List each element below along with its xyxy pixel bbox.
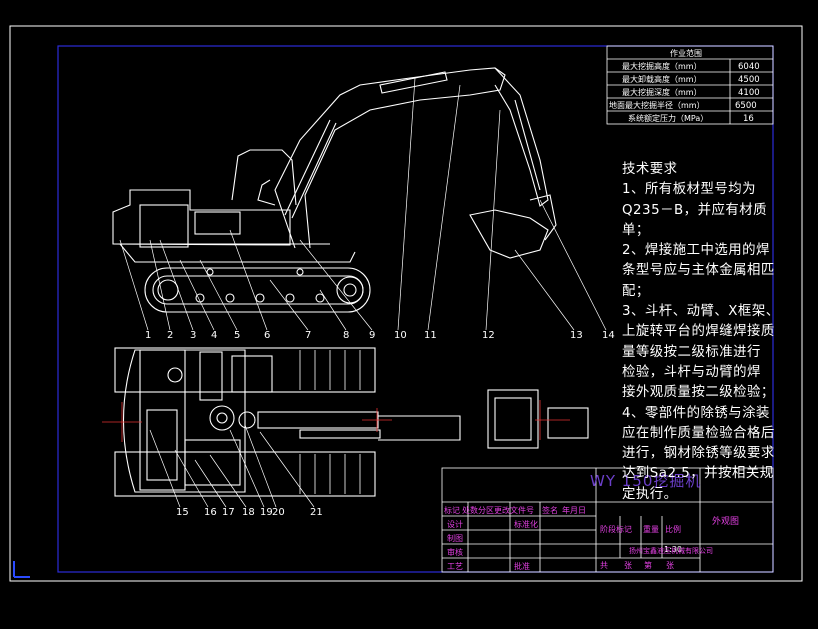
spec-table <box>606 45 774 125</box>
part-number: 4 <box>211 330 217 341</box>
requirement-line: 1、所有板材型号均为 <box>622 182 757 198</box>
sheet-border <box>9 25 803 582</box>
part-number: 2 <box>167 330 173 341</box>
requirement-line: 接外观质量按二级检验； <box>622 385 775 401</box>
drawing-name: 外观图 <box>712 515 739 527</box>
part-number: 13 <box>570 330 583 341</box>
part-number: 1 <box>145 330 151 341</box>
spec-value: 6040 <box>738 62 760 72</box>
sheet-info: 第 <box>644 560 652 570</box>
requirement-line: 检验，斗杆与动臂的焊 <box>622 364 761 380</box>
spec-label: 地面最大挖掘半径（mm） <box>609 100 705 110</box>
revision-header: 标记 <box>444 505 460 515</box>
standardization-label: 标准化 <box>514 519 538 529</box>
part-number: 6 <box>264 330 270 341</box>
revision-header: 分区 <box>478 506 494 515</box>
part-number: 21 <box>310 507 323 518</box>
drafter-label: 制图 <box>447 533 463 543</box>
requirements-heading: 技术要求 <box>622 162 678 177</box>
part-number: 14 <box>602 330 615 341</box>
spec-label: 最大卸载高度（mm） <box>622 74 702 84</box>
ucs-axis-icon <box>13 561 30 578</box>
drawing-frame <box>57 45 774 573</box>
part-number: 9 <box>369 330 375 341</box>
spec-value: 16 <box>743 114 754 124</box>
spec-value: 6500 <box>735 101 757 111</box>
title-block-text: 外观图 标记 处数 分区 更改文件号 签名 年月日 设计 标准化 制图 审核 工… <box>444 505 739 571</box>
spec-label: 最大挖掘深度（mm） <box>622 87 702 97</box>
excavator-top-view <box>114 347 589 497</box>
title-block <box>441 467 774 573</box>
sheet-info: 张 <box>666 561 674 570</box>
scale-value: 1:30 <box>664 545 682 554</box>
part-number: 5 <box>234 330 240 341</box>
requirement-line: 进行，钢材除锈等级要求 <box>622 446 775 462</box>
sheet-info: 张 <box>624 561 632 570</box>
requirement-line: Q235－B，并应有材质 <box>622 202 768 218</box>
checker-label: 审核 <box>447 547 463 557</box>
requirement-line: 单； <box>622 222 650 238</box>
part-number: 20 <box>272 507 285 518</box>
part-number: 15 <box>176 507 189 518</box>
stage-header: 重量 <box>643 524 659 534</box>
process-label: 工艺 <box>447 562 463 571</box>
part-number: 17 <box>222 507 235 518</box>
designer-label: 设计 <box>447 519 463 529</box>
requirement-line: 上旋转平台的焊缝焊接质 <box>622 324 775 340</box>
requirement-line: 条型号应与主体金属相匹 <box>622 263 775 279</box>
approval-label: 批准 <box>514 561 530 571</box>
requirement-line: 2、焊接施工中选用的焊 <box>622 243 770 259</box>
requirement-line: 配； <box>622 283 650 299</box>
part-number: 7 <box>305 330 311 341</box>
requirement-line: 4、零部件的除锈与涂装 <box>622 405 770 421</box>
requirement-line: 3、斗杆、动臂、X框架、 <box>622 304 780 320</box>
stage-header: 比例 <box>665 524 681 534</box>
requirement-line: 达到Sa2.5，并按相关规 <box>622 466 774 482</box>
leader-lines-bottom <box>149 424 315 508</box>
part-number: 10 <box>394 330 407 341</box>
revision-header: 更改文件号 <box>494 505 534 515</box>
part-number: 3 <box>190 330 196 341</box>
spec-table-text: 作业范围 最大挖掘高度（mm） 6040 最大卸载高度（mm） 4500 最大挖… <box>609 48 760 124</box>
excavator-side-view <box>112 67 557 313</box>
revision-header: 处数 <box>462 505 478 515</box>
spec-label: 系统额定压力（MPa） <box>628 113 708 123</box>
spec-value: 4500 <box>738 75 760 85</box>
part-numbers-bottom: 15 16 17 18 19 20 21 <box>176 507 323 518</box>
center-crosshair <box>102 400 570 442</box>
requirement-line: 应在制作质量检验合格后 <box>622 425 775 441</box>
part-number: 18 <box>242 507 255 518</box>
sheet-info: 共 <box>600 561 608 570</box>
technical-requirements: 技术要求 1、所有板材型号均为 Q235－B，并应有材质 单； 2、焊接施工中选… <box>622 160 782 505</box>
revision-header: 签名 <box>542 505 558 515</box>
requirement-line: 定执行。 <box>622 486 678 502</box>
part-numbers-top: 1 2 3 4 5 6 7 8 9 10 11 12 13 14 <box>145 330 615 341</box>
spec-label: 最大挖掘高度（mm） <box>622 61 702 71</box>
part-number: 11 <box>424 330 437 341</box>
stage-header: 阶段标记 <box>600 524 632 534</box>
spec-value: 4100 <box>738 88 760 98</box>
requirement-line: 量等级按二级标准进行 <box>622 344 761 360</box>
watermark-text: WY 150挖掘机 <box>590 472 702 490</box>
part-number: 19 <box>260 507 273 518</box>
leader-lines-top <box>119 77 607 331</box>
revision-header: 年月日 <box>562 505 586 515</box>
part-number: 16 <box>204 507 217 518</box>
part-number: 8 <box>343 330 349 341</box>
company-name: 扬州宝鑫液压机械有限公司 <box>629 546 713 555</box>
part-number: 12 <box>482 330 495 341</box>
spec-table-title: 作业范围 <box>670 48 702 58</box>
